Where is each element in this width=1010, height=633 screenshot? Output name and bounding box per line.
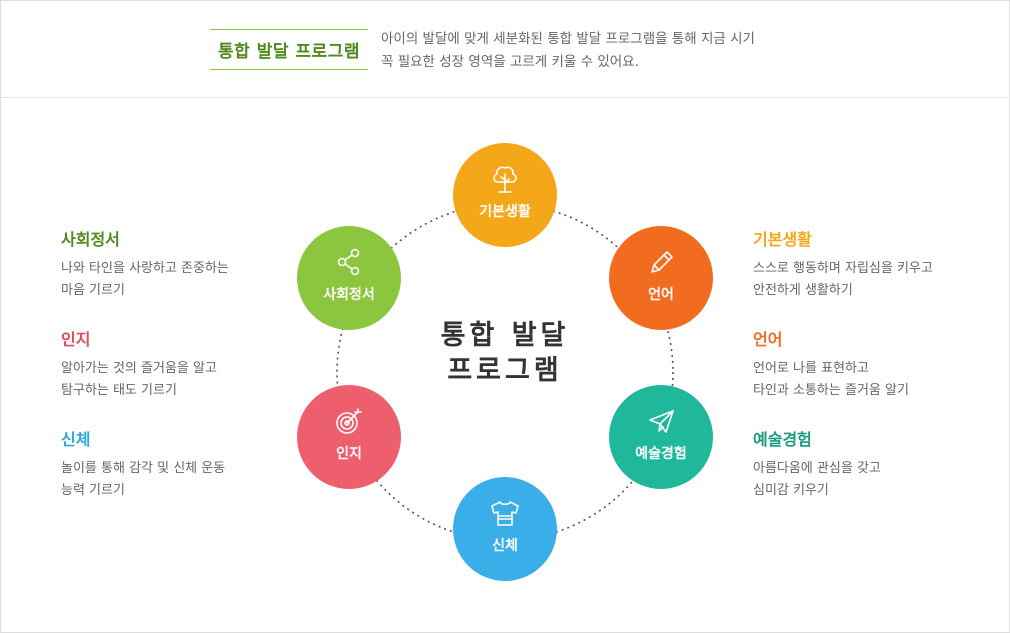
- target-icon: [297, 405, 401, 439]
- desc-line: 나와 타인을 사랑하고 존중하는: [61, 261, 229, 276]
- desc-line: 놀이를 통해 감각 및 신체 운동: [61, 461, 226, 476]
- desc-title: 기본생활: [753, 230, 812, 249]
- node-art-experience[interactable]: 예술경험: [609, 385, 713, 489]
- intro-line: 아이의 발달에 맞게 세분화된 통합 발달 프로그램을 통해 지금 시기: [381, 31, 755, 47]
- node-language[interactable]: 언어: [609, 226, 713, 330]
- desc-title: 인지: [61, 330, 91, 349]
- node-social-emotion[interactable]: 사회정서: [297, 226, 401, 330]
- desc-line: 스스로 행동하며 자립심을 키우고: [753, 261, 933, 276]
- node-label: 사회정서: [323, 287, 375, 303]
- share-icon: [297, 246, 401, 280]
- desc-line: 알아가는 것의 즐거움을 알고: [61, 361, 217, 376]
- desc-line: 심미감 키우기: [753, 483, 829, 498]
- desc-title: 언어: [753, 330, 783, 349]
- t-shirt-icon: [453, 497, 557, 531]
- desc-title: 신체: [61, 430, 91, 449]
- desc-line: 능력 기르기: [61, 483, 125, 498]
- tree-icon: [453, 163, 557, 197]
- desc-art-experience: 예술경험 아름다움에 관심을 갖고 심미감 키우기: [753, 426, 983, 502]
- intro-line: 꼭 필요한 성장 영역을 고르게 키울 수 있어요.: [381, 54, 639, 70]
- node-cognitive[interactable]: 인지: [297, 385, 401, 489]
- node-basic-life[interactable]: 기본생활: [453, 143, 557, 247]
- desc-line: 탐구하는 태도 기르기: [61, 383, 177, 398]
- desc-title: 예술경험: [753, 430, 812, 449]
- node-label: 기본생활: [479, 204, 531, 220]
- center-title-line: 프로그램: [447, 355, 563, 386]
- header: 통합 발달 프로그램 아이의 발달에 맞게 세분화된 통합 발달 프로그램을 통…: [0, 0, 1008, 98]
- desc-line: 타인과 소통하는 즐거움 알기: [753, 383, 909, 398]
- pencil-icon: [609, 246, 713, 280]
- desc-basic-life: 기본생활 스스로 행동하며 자립심을 키우고 안전하게 생활하기: [753, 226, 983, 302]
- node-label: 예술경험: [635, 446, 687, 462]
- desc-social-emotion: 사회정서 나와 타인을 사랑하고 존중하는 마음 기르기: [61, 226, 291, 302]
- desc-language: 언어 언어로 나를 표현하고 타인과 소통하는 즐거움 알기: [753, 326, 983, 402]
- desc-physical: 신체 놀이를 통해 감각 및 신체 운동 능력 기르기: [61, 426, 291, 502]
- center-title-line: 통합 발달: [440, 320, 570, 351]
- desc-line: 안전하게 생활하기: [753, 283, 853, 298]
- center-title: 통합 발달 프로그램: [420, 318, 590, 388]
- node-label: 신체: [492, 538, 518, 554]
- node-physical[interactable]: 신체: [453, 477, 557, 581]
- node-label: 언어: [648, 287, 674, 303]
- desc-line: 아름다움에 관심을 갖고: [753, 461, 881, 476]
- node-label: 인지: [336, 446, 362, 462]
- desc-line: 마음 기르기: [61, 283, 125, 298]
- intro-text: 아이의 발달에 맞게 세분화된 통합 발달 프로그램을 통해 지금 시기 꼭 필…: [381, 28, 821, 74]
- desc-cognitive: 인지 알아가는 것의 즐거움을 알고 탐구하는 태도 기르기: [61, 326, 291, 402]
- paper-plane-icon: [609, 405, 713, 439]
- program-badge: 통합 발달 프로그램: [210, 29, 368, 70]
- desc-line: 언어로 나를 표현하고: [753, 361, 869, 376]
- desc-title: 사회정서: [61, 230, 120, 249]
